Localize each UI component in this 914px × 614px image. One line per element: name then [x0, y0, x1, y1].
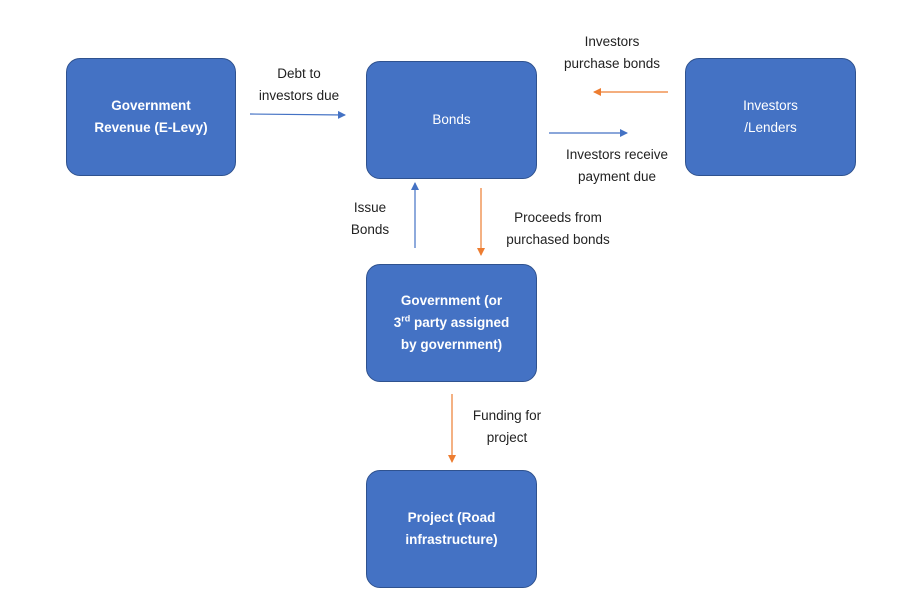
government-line3: by government)	[400, 337, 503, 352]
issue-bonds-label: Issue Bonds	[350, 200, 390, 237]
government-revenue-line2: Revenue (E-Levy)	[94, 120, 208, 135]
investors-purchase-bonds-label: Investors purchase bonds	[563, 34, 661, 71]
investors-receive-payment-label: Investors receive payment due	[565, 147, 669, 184]
funding-for-project-label: Funding for project	[472, 408, 542, 445]
investors-line1: Investors	[743, 98, 798, 113]
government-box: Government (or 3rd party assigned by gov…	[366, 264, 537, 382]
bonds-label: Bonds	[432, 112, 471, 127]
debt-to-investors-label: Debt to investors due	[258, 66, 340, 103]
proceeds-label: Proceeds from purchased bonds	[506, 210, 610, 247]
government-revenue-box: Government Revenue (E-Levy)	[66, 58, 236, 176]
investors-line2: /Lenders	[744, 120, 797, 135]
government-line2: 3rd party assigned	[393, 313, 510, 330]
project-box: Project (Road infrastructure)	[366, 470, 537, 588]
project-line1: Project (Road	[407, 510, 496, 525]
government-line1: Government (or	[400, 293, 503, 308]
government-revenue-line1: Government	[111, 98, 191, 113]
arrow-revenue-to-bonds	[249, 110, 346, 119]
investors-lenders-box: Investors /Lenders	[685, 58, 856, 176]
bonds-box: Bonds	[366, 61, 537, 179]
project-line2: infrastructure)	[405, 532, 498, 547]
